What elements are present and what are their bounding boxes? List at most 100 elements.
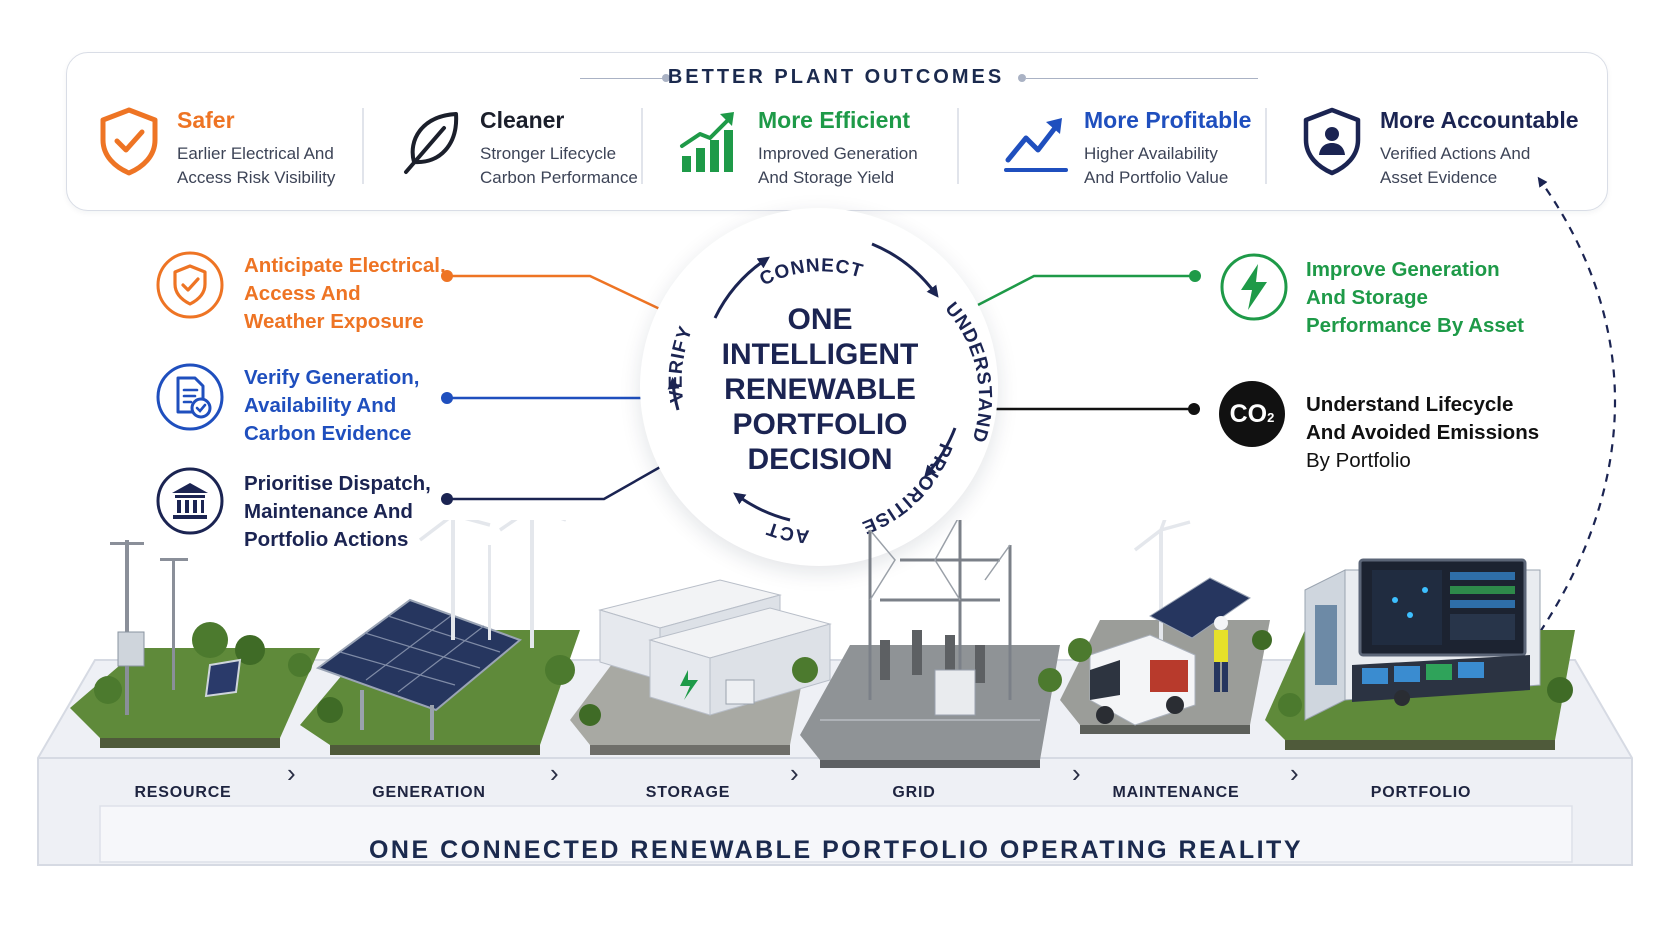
grid-scene <box>800 520 1062 768</box>
outcome-line: And Storage Yield <box>758 168 895 187</box>
portfolio-scene <box>1265 558 1575 750</box>
outcome-title: Cleaner <box>480 107 565 133</box>
outcome-divider <box>1265 108 1267 184</box>
co2-icon: CO2 <box>1219 381 1285 447</box>
outcome-line: Stronger Lifecycle <box>480 144 617 163</box>
platform-scene <box>37 520 1633 866</box>
chevron-right-icon: › <box>790 758 799 788</box>
stage-storage: STORAGE <box>645 784 731 801</box>
callout-line: Prioritise Dispatch, <box>244 472 431 495</box>
outcomes-panel <box>66 52 1608 211</box>
title-dot-left <box>662 74 670 82</box>
shield-person-icon <box>1303 107 1361 176</box>
generation-scene <box>300 520 580 755</box>
callout-line: Performance By Asset <box>1306 314 1525 337</box>
cycle-arc <box>871 242 939 298</box>
callout-line: Carbon Evidence <box>244 422 412 445</box>
outcome-line: Verified Actions And <box>1380 144 1531 163</box>
outcome-cleaner: Cleaner Stronger Lifecycle Carbon Perfor… <box>400 104 650 194</box>
title-rule-right <box>1026 78 1258 79</box>
outcome-subtitle: Higher Availability And Portfolio Value <box>1084 142 1228 190</box>
callout-line: Weather Exposure <box>244 310 424 333</box>
outcome-subtitle: Earlier Electrical And Access Risk Visib… <box>177 142 335 190</box>
co2-badge-text: CO <box>1229 400 1268 428</box>
connector-dot <box>441 493 453 505</box>
callout-anticipate: Anticipate Electrical, Access And Weathe… <box>244 252 446 336</box>
shield-check-icon <box>156 251 224 319</box>
outcomes-title: BETTER PLANT OUTCOMES <box>667 66 1005 88</box>
callout-line: By Portfolio <box>1306 449 1411 472</box>
cycle-diagram: CONNECT UNDERSTAND PRIORITISE ACT VERIFY <box>666 242 994 546</box>
outcome-subtitle: Improved Generation And Storage Yield <box>758 142 918 190</box>
cycle-step-verify: VERIFY <box>666 323 697 404</box>
title-dot-right <box>1018 74 1026 82</box>
outcome-line: Earlier Electrical And <box>177 144 334 163</box>
outcome-line: Carbon Performance <box>480 168 638 187</box>
leaf-icon <box>404 112 459 174</box>
maintenance-scene <box>1060 520 1272 734</box>
connector-safety <box>447 274 663 312</box>
cycle-arc <box>667 377 680 411</box>
resource-scene <box>70 540 320 748</box>
callout-line: Improve Generation <box>1306 258 1500 281</box>
outcome-line: Asset Evidence <box>1380 168 1498 187</box>
callout-improve: Improve Generation And Storage Performan… <box>1306 256 1524 340</box>
outcome-more-profitable: More Profitable Higher Availability And … <box>1004 104 1264 194</box>
callout-line: Verify Generation, <box>244 366 420 389</box>
stage-maintenance: MAINTENANCE <box>1112 784 1240 801</box>
institution-icon <box>156 467 224 535</box>
callout-line: And Avoided Emissions <box>1306 421 1540 444</box>
lightning-icon <box>1220 253 1288 321</box>
document-check-icon <box>156 363 224 431</box>
connector-dot <box>1189 270 1201 282</box>
connector-dot <box>441 270 453 282</box>
platform-label: ONE CONNECTED RENEWABLE PORTFOLIO OPERAT… <box>368 836 1303 864</box>
bar-chart-growth-icon <box>680 112 734 172</box>
outcome-more-accountable: More Accountable Verified Actions And As… <box>1300 104 1590 194</box>
outcome-line: Access Risk Visibility <box>177 168 336 187</box>
center-line: ONE <box>787 303 853 336</box>
stage-generation: GENERATION <box>372 784 486 801</box>
outcome-title: More Profitable <box>1084 107 1252 133</box>
outcome-subtitle: Verified Actions And Asset Evidence <box>1380 142 1530 190</box>
outcome-line: Higher Availability <box>1084 144 1218 163</box>
connector-improve <box>975 274 1195 308</box>
outcome-title: Safer <box>177 107 235 133</box>
outcome-divider <box>957 108 959 184</box>
outcome-divider <box>362 108 364 184</box>
center-line: PORTFOLIO <box>732 408 908 441</box>
chevron-right-icon: › <box>550 758 559 788</box>
stage-resource: RESOURCE <box>134 784 232 801</box>
cycle-disk <box>640 208 998 566</box>
connector-prioritise <box>447 464 663 501</box>
callout-line: Access And <box>244 282 361 305</box>
callout-prioritise: Prioritise Dispatch, Maintenance And Por… <box>244 470 431 554</box>
connector-dot <box>1188 403 1200 415</box>
callout-line: Portfolio Actions <box>244 528 409 551</box>
outcome-title: More Accountable <box>1380 107 1579 133</box>
shield-check-icon <box>100 107 158 176</box>
callout-line: Understand Lifecycle <box>1306 393 1514 416</box>
outcome-line: Improved Generation <box>758 144 918 163</box>
platform-front-band <box>99 805 1573 863</box>
connector-dot <box>441 392 453 404</box>
cycle-arc <box>733 492 791 522</box>
cycle-step-connect: CONNECT <box>757 255 866 290</box>
outcome-title: More Efficient <box>758 107 911 133</box>
callout-line: Anticipate Electrical, <box>244 254 446 277</box>
title-rule-left <box>580 78 670 79</box>
outcome-line: And Portfolio Value <box>1084 168 1229 187</box>
cycle-center-text: ONE INTELLIGENT RENEWABLE PORTFOLIO DECI… <box>700 302 940 477</box>
outcome-subtitle: Stronger Lifecycle Carbon Performance <box>480 142 638 190</box>
outcome-safer: Safer Earlier Electrical And Access Risk… <box>97 104 357 194</box>
outcome-divider <box>641 108 643 184</box>
callout-understand: Understand Lifecycle And Avoided Emissio… <box>1306 391 1539 475</box>
callout-line: Availability And <box>244 394 397 417</box>
chevron-right-icon: › <box>287 758 296 788</box>
stage-portfolio: PORTFOLIO <box>1370 784 1472 801</box>
co2-badge-subscript: 2 <box>1267 410 1275 425</box>
center-line: DECISION <box>747 443 893 476</box>
feedback-dashed-arrow <box>1537 176 1616 633</box>
trend-up-icon <box>1004 118 1068 172</box>
